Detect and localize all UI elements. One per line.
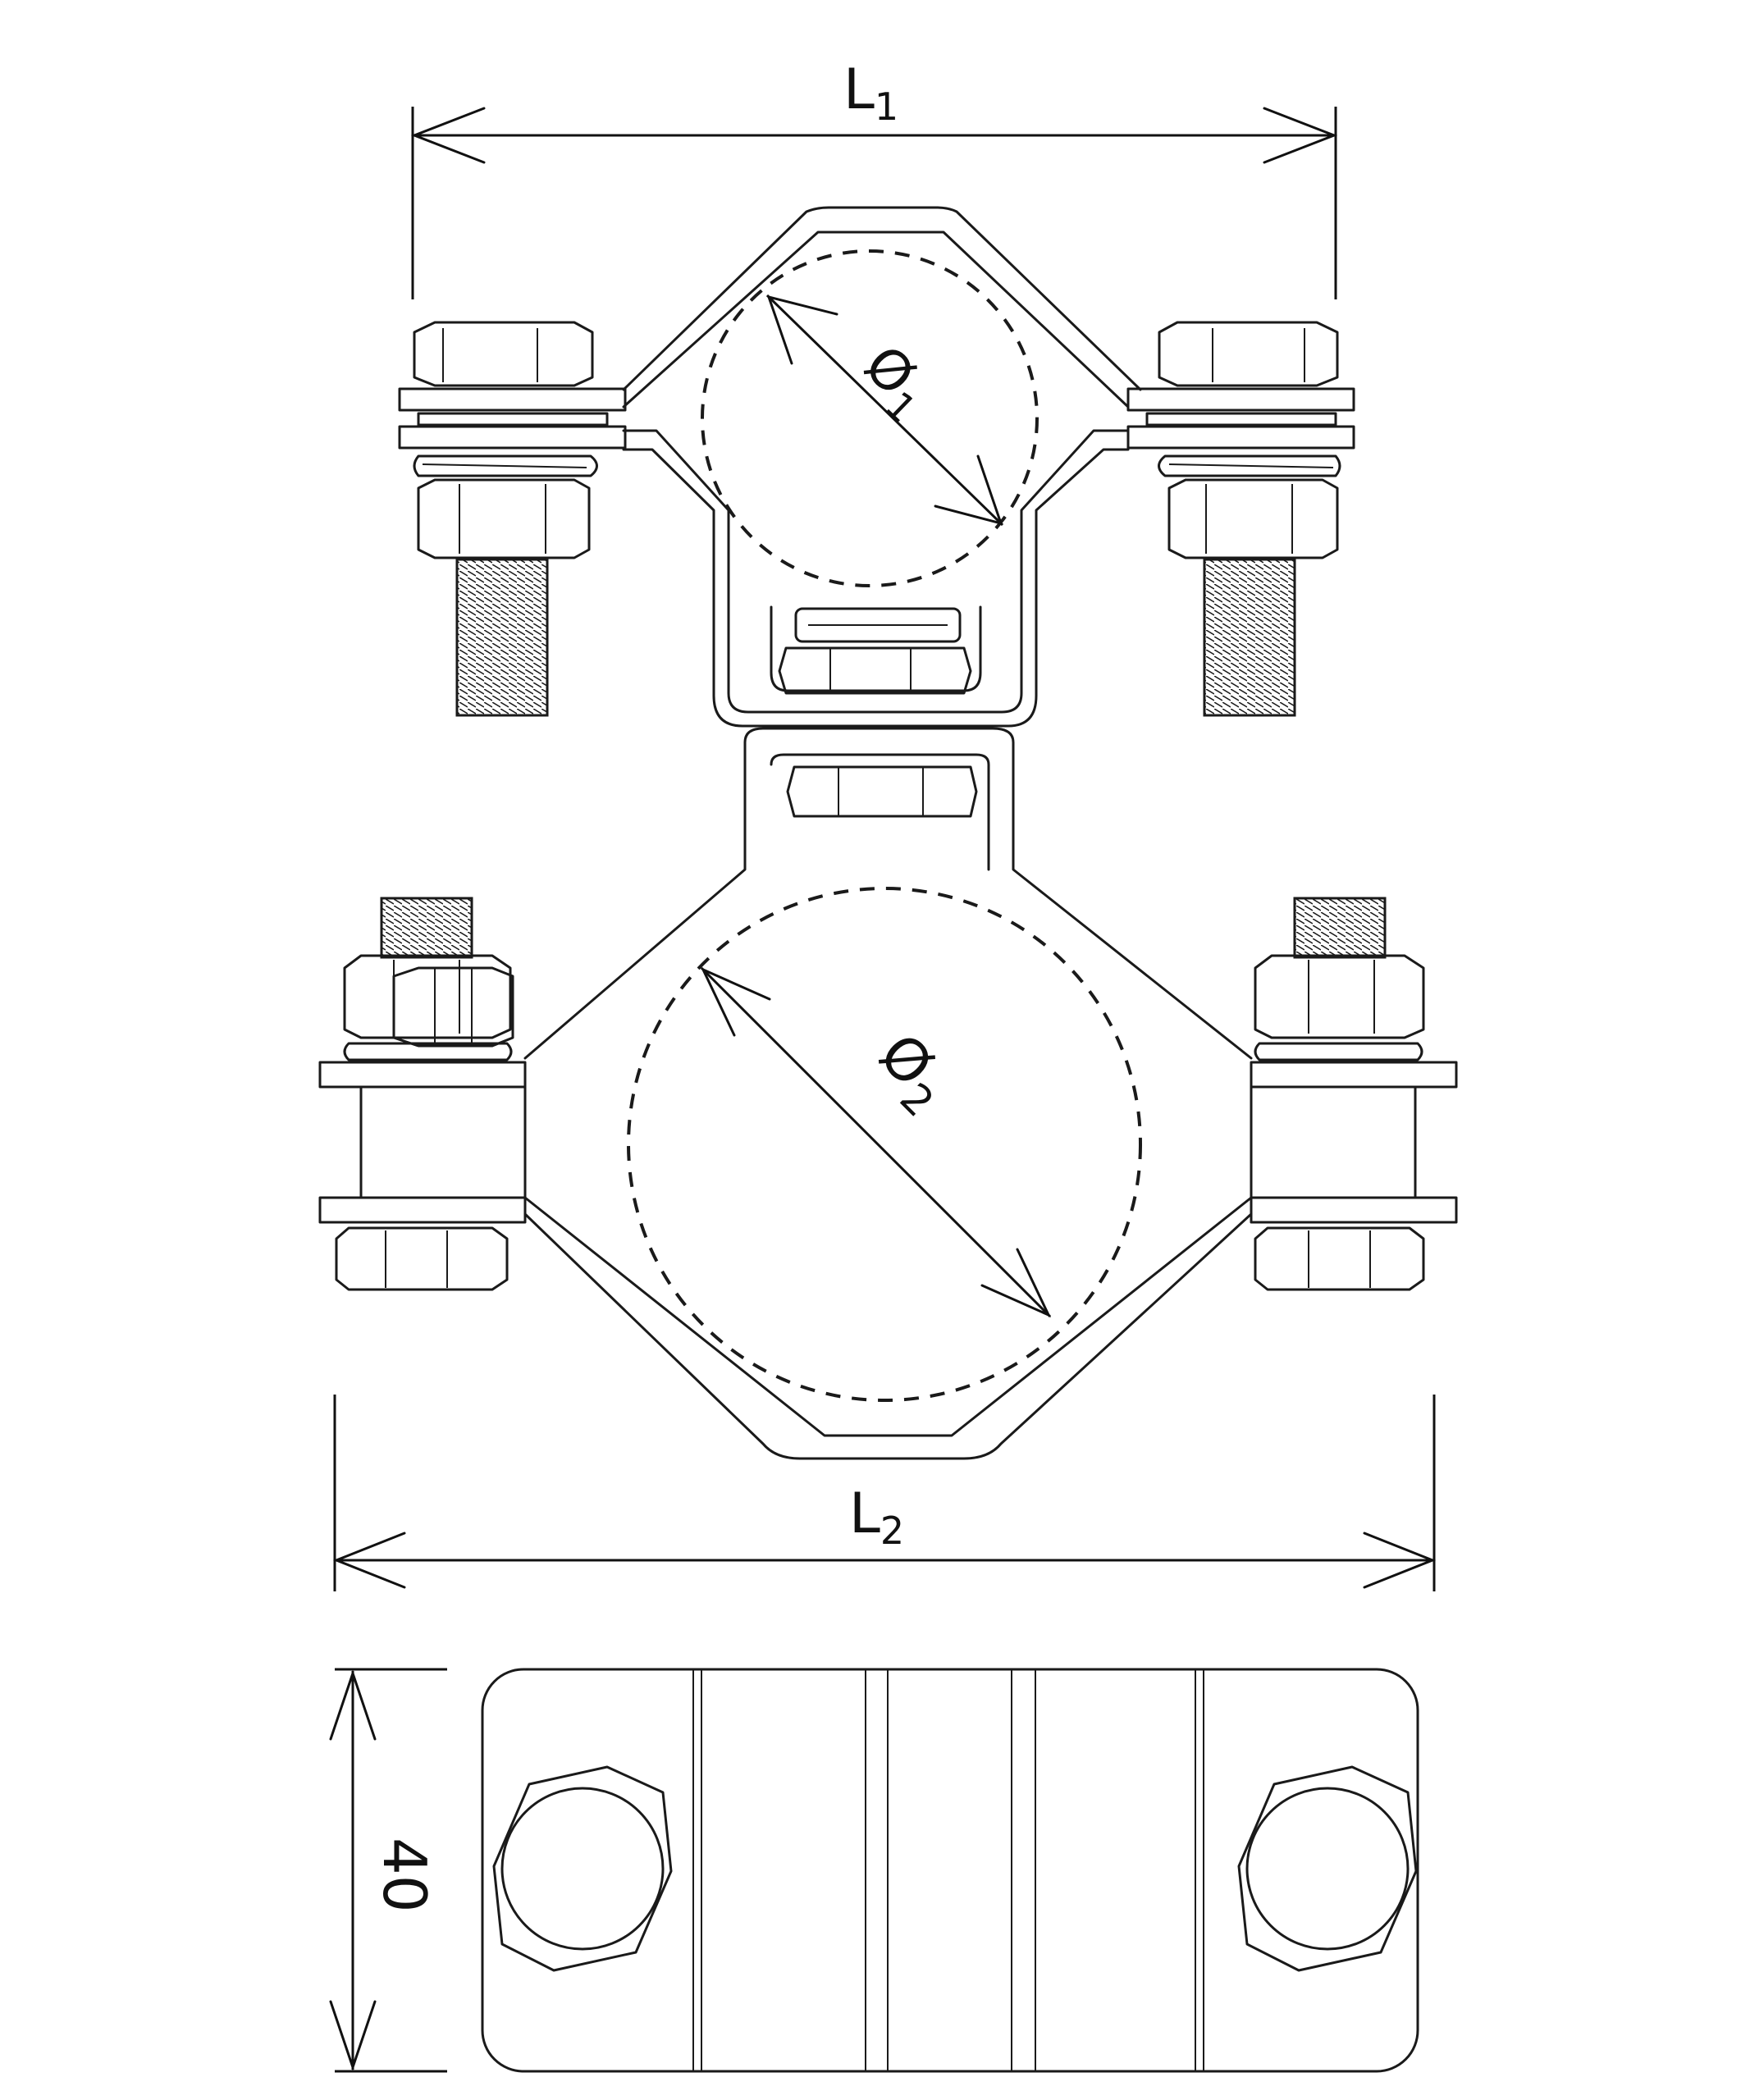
side-right-bolt-head [1237,1765,1418,1972]
dimension-l1-label: L1 [843,57,898,129]
lower-right-block [1250,897,1458,1291]
upper-clamp: Ø1 [398,206,1355,728]
dimension-l2-label: L2 [849,1481,904,1553]
upper-right-bolt [1126,321,1355,717]
dimension-d2: Ø2 [700,966,1052,1318]
pipe-diameter-1-circle [701,249,1039,587]
pipe-diameter-2-circle [627,887,1142,1402]
upper-left-bolt [398,321,627,717]
lower-clamp: Ø2 [318,727,1458,1460]
side-left-bolt-head [492,1765,673,1972]
dimension-width: 40 [329,1668,447,2073]
dimension-d2-label: Ø2 [859,1020,965,1126]
dimension-l1: L1 [410,57,1338,299]
lower-left-block [318,897,527,1291]
dimension-width-label: 40 [370,1838,439,1913]
dimension-d1: Ø1 [765,294,1004,527]
dimension-l2: L2 [332,1395,1437,1591]
dimension-d1-label: Ø1 [846,333,944,431]
side-view-plate [481,1668,1419,2073]
